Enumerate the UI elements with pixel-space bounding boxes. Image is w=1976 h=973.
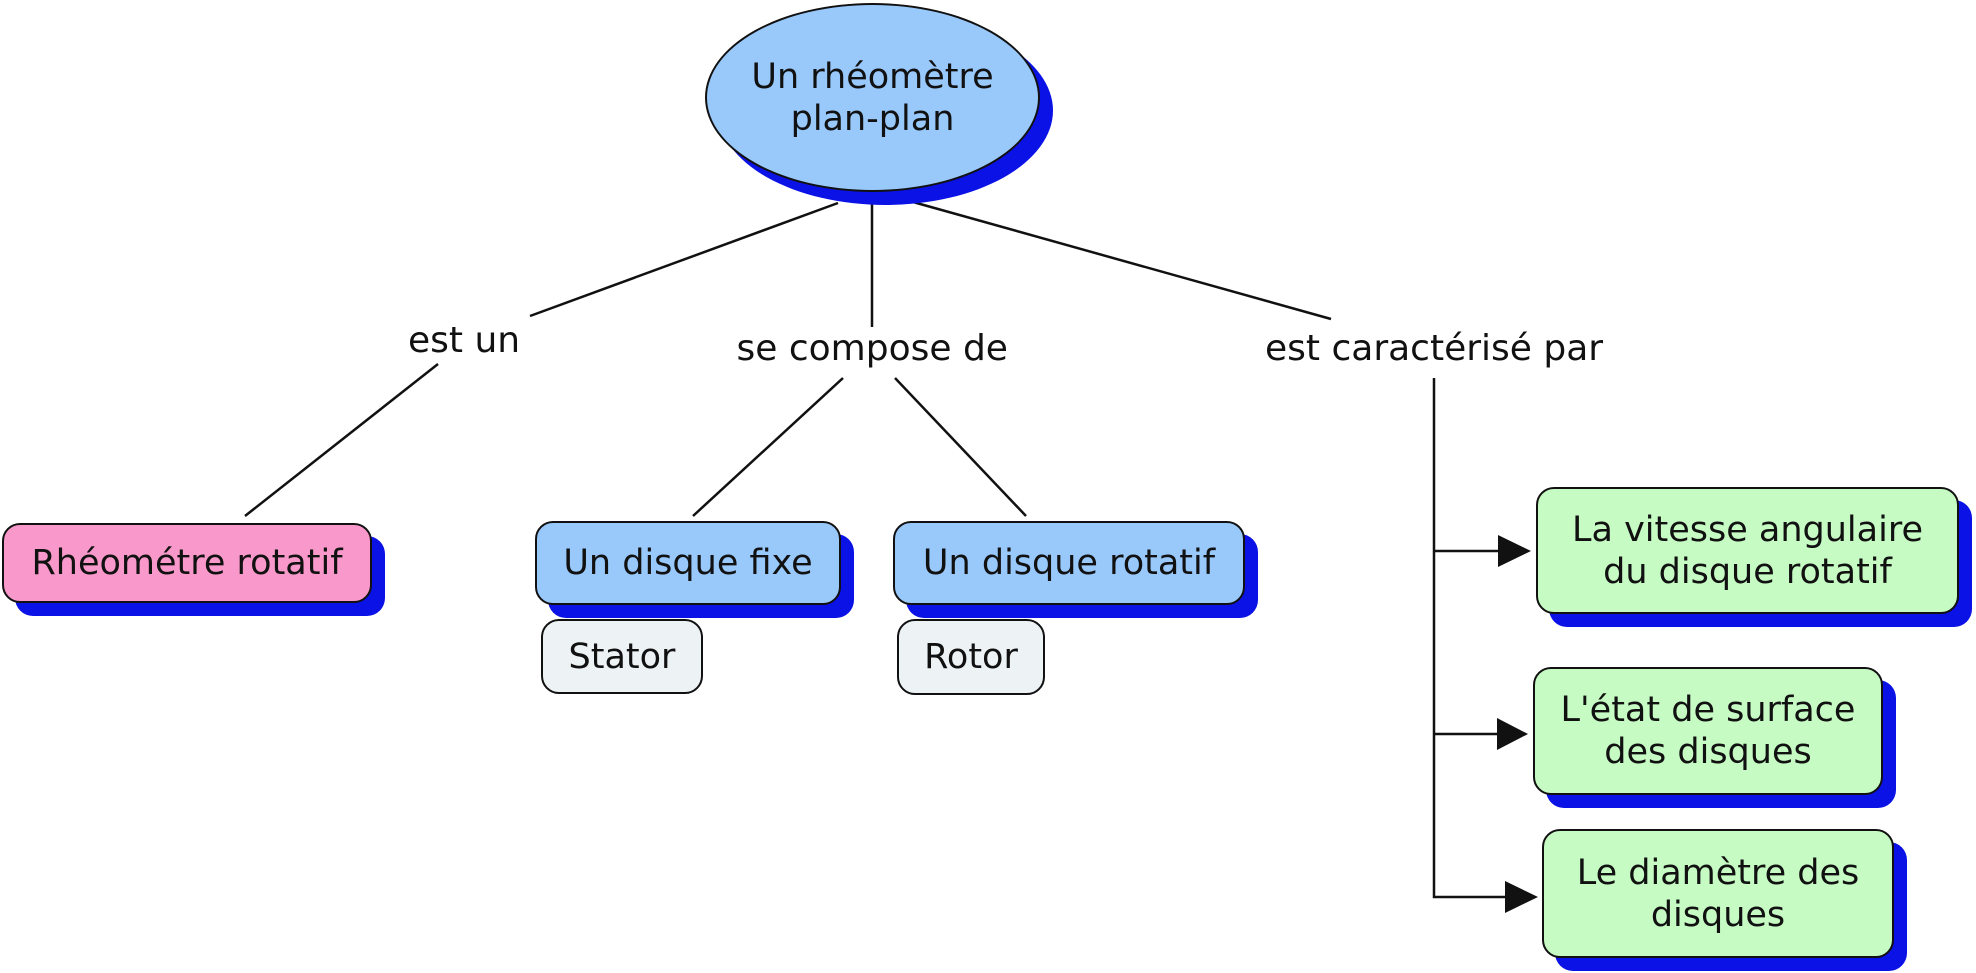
line-root-to-caracterise xyxy=(912,200,1332,321)
concept-vitesse-angulaire-label: La vitesse angulaire du disque rotatif xyxy=(1572,509,1923,592)
concept-rotor[interactable]: Rotor xyxy=(897,619,1045,695)
line-se-compose-to-disque-rotatif xyxy=(894,377,1027,517)
arrowhead-diametre xyxy=(1505,881,1538,913)
concept-vitesse-angulaire[interactable]: La vitesse angulaire du disque rotatif xyxy=(1536,487,1959,614)
concept-stator[interactable]: Stator xyxy=(541,619,703,694)
concept-etat-surface[interactable]: L'état de surface des disques xyxy=(1533,667,1883,795)
arrowhead-etat xyxy=(1497,718,1528,750)
concept-stator-label: Stator xyxy=(568,636,676,677)
concept-diametre[interactable]: Le diamètre des disques xyxy=(1542,829,1894,958)
line-caracterise-trunk xyxy=(1432,378,1505,899)
arrowhead-vitesse xyxy=(1498,535,1531,567)
line-se-compose-to-disque-fixe xyxy=(692,377,844,517)
root-concept-rheometre-plan-plan[interactable]: Un rhéomètre plan-plan xyxy=(705,3,1040,192)
concept-disque-rotatif[interactable]: Un disque rotatif xyxy=(893,521,1245,605)
concept-diametre-label: Le diamètre des disques xyxy=(1576,852,1860,935)
concept-etat-surface-label: L'état de surface des disques xyxy=(1560,690,1856,772)
line-root-to-est-un xyxy=(529,201,839,318)
link-label-se-compose-de: se compose de xyxy=(736,328,1008,369)
concept-rheometre-rotatif-label: Rhéométre rotatif xyxy=(31,543,343,583)
link-label-est-un: est un xyxy=(408,320,521,361)
concept-disque-rotatif-label: Un disque rotatif xyxy=(922,543,1216,583)
concept-disque-fixe-label: Un disque fixe xyxy=(563,543,813,583)
concept-disque-fixe[interactable]: Un disque fixe xyxy=(535,521,841,605)
concept-rheometre-rotatif[interactable]: Rhéométre rotatif xyxy=(2,523,372,603)
concept-rotor-label: Rotor xyxy=(924,637,1018,677)
link-label-est-caracterise-par: est caractérisé par xyxy=(1265,328,1604,369)
root-concept-label: Un rhéomètre plan-plan xyxy=(751,56,994,139)
line-est-un-to-rheometre xyxy=(244,363,439,517)
